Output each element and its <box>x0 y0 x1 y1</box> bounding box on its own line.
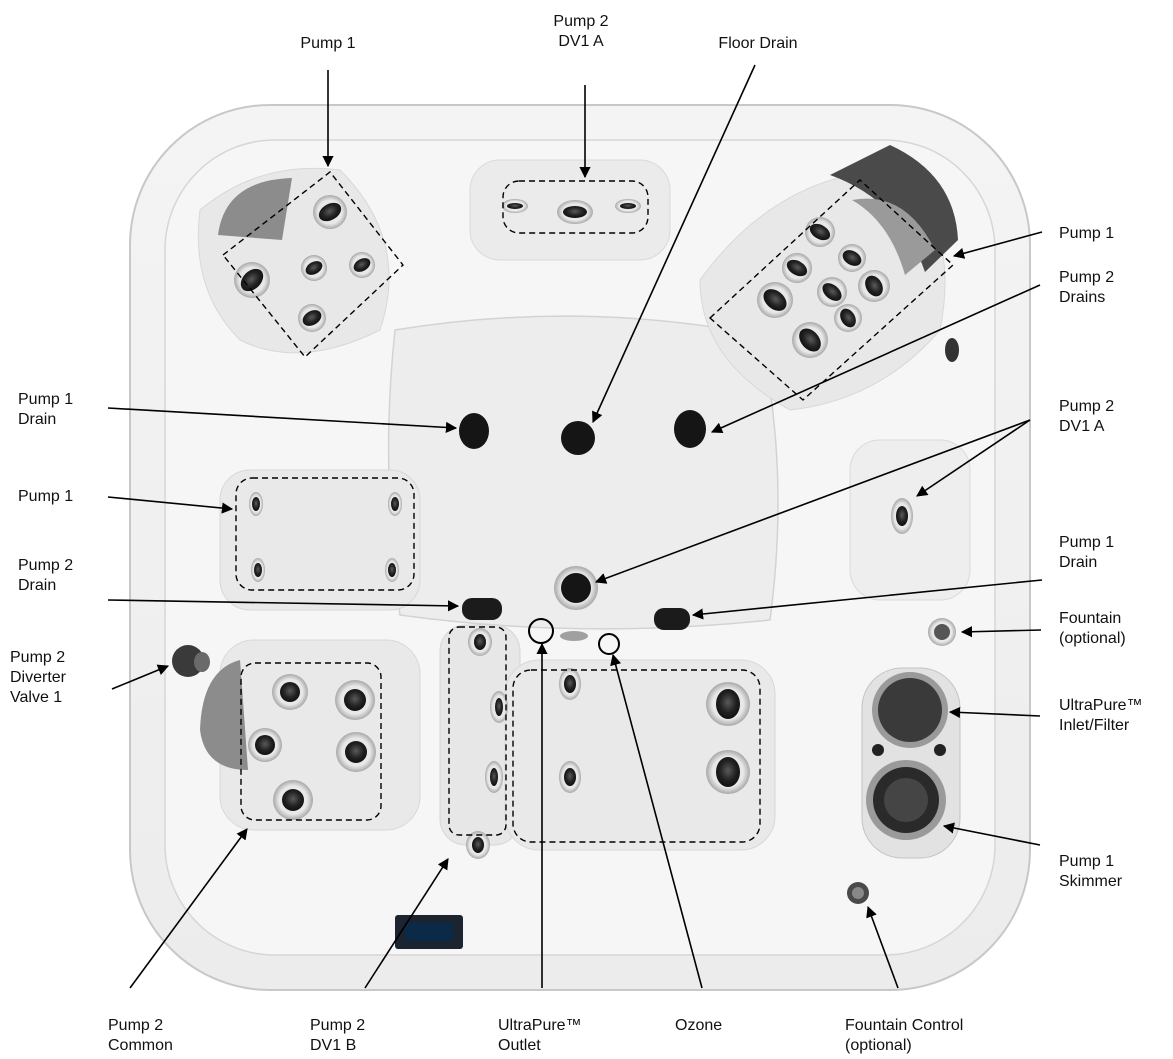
label-ultrapure-outlet: UltraPure™ Outlet <box>498 1016 582 1056</box>
label-line: Pump 2 <box>18 557 74 574</box>
label-line: Fountain Control <box>845 1017 964 1034</box>
label-right-pump1: Pump 1 <box>1059 224 1114 244</box>
label-line: UltraPure™ <box>1059 697 1143 714</box>
label-line: Drain <box>18 411 57 428</box>
label-line: DV1 A <box>1059 418 1105 435</box>
label-line: Pump 2 <box>1059 269 1115 286</box>
label-top-pump2-dv1a: Pump 2 DV1 A <box>553 12 608 52</box>
label-line: Pump 2 <box>310 1017 366 1034</box>
label-line: Outlet <box>498 1037 541 1054</box>
label-line: Inlet/Filter <box>1059 717 1130 734</box>
label-line: Pump 2 <box>10 649 66 666</box>
label-line: Drains <box>1059 289 1106 306</box>
leader-arrows <box>107 64 1043 989</box>
label-line: Ozone <box>675 1017 723 1034</box>
label-line: Pump 2 <box>553 13 609 30</box>
label-left-pump1: Pump 1 <box>18 487 73 507</box>
label-line: UltraPure™ <box>498 1017 582 1034</box>
label-line: Common <box>108 1037 173 1054</box>
label-line: DV1 B <box>310 1037 357 1054</box>
label-line: Pump 2 <box>1059 398 1115 415</box>
label-line: Pump 1 <box>1059 225 1115 242</box>
label-line: Drain <box>1059 554 1098 571</box>
label-pump1-skimmer: Pump 1 Skimmer <box>1059 852 1122 892</box>
label-right-pump2-drains: Pump 2 Drains <box>1059 268 1114 308</box>
label-line: Skimmer <box>1059 873 1123 890</box>
label-top-pump1: Pump 1 <box>300 34 355 54</box>
label-bottom-pump2-common: Pump 2 Common <box>108 1016 173 1056</box>
label-line: Drain <box>18 577 57 594</box>
label-line: Pump 1 <box>1059 534 1115 551</box>
label-line: (optional) <box>845 1037 912 1054</box>
label-ozone: Ozone <box>675 1016 722 1036</box>
label-line: Pump 1 <box>1059 853 1115 870</box>
label-left-pump1-drain: Pump 1 Drain <box>18 390 73 430</box>
ozone-marker <box>598 633 620 655</box>
label-line: Pump 1 <box>18 488 74 505</box>
label-line: Fountain <box>1059 610 1122 627</box>
label-line: Diverter <box>10 669 67 686</box>
label-line: DV1 A <box>558 33 604 50</box>
label-line: Valve 1 <box>10 689 63 706</box>
label-line: Floor Drain <box>718 35 798 52</box>
label-line: Pump 2 <box>108 1017 164 1034</box>
spa-shell <box>129 104 1031 991</box>
label-right-pump2-dv1a: Pump 2 DV1 A <box>1059 397 1114 437</box>
jets <box>172 195 959 904</box>
label-bottom-pump2-dv1b: Pump 2 DV1 B <box>310 1016 365 1056</box>
label-right-pump1-drain: Pump 1 Drain <box>1059 533 1114 573</box>
jet-group-outlines <box>222 171 955 843</box>
label-left-pump2-drain: Pump 2 Drain <box>18 556 73 596</box>
label-line: (optional) <box>1059 630 1126 647</box>
label-line: Pump 1 <box>300 35 356 52</box>
label-fountain: Fountain (optional) <box>1059 609 1126 649</box>
label-line: Pump 1 <box>18 391 74 408</box>
label-ultrapure-inlet: UltraPure™ Inlet/Filter <box>1059 696 1143 736</box>
label-fountain-control: Fountain Control (optional) <box>845 1016 963 1056</box>
label-floor-drain: Floor Drain <box>718 34 797 54</box>
